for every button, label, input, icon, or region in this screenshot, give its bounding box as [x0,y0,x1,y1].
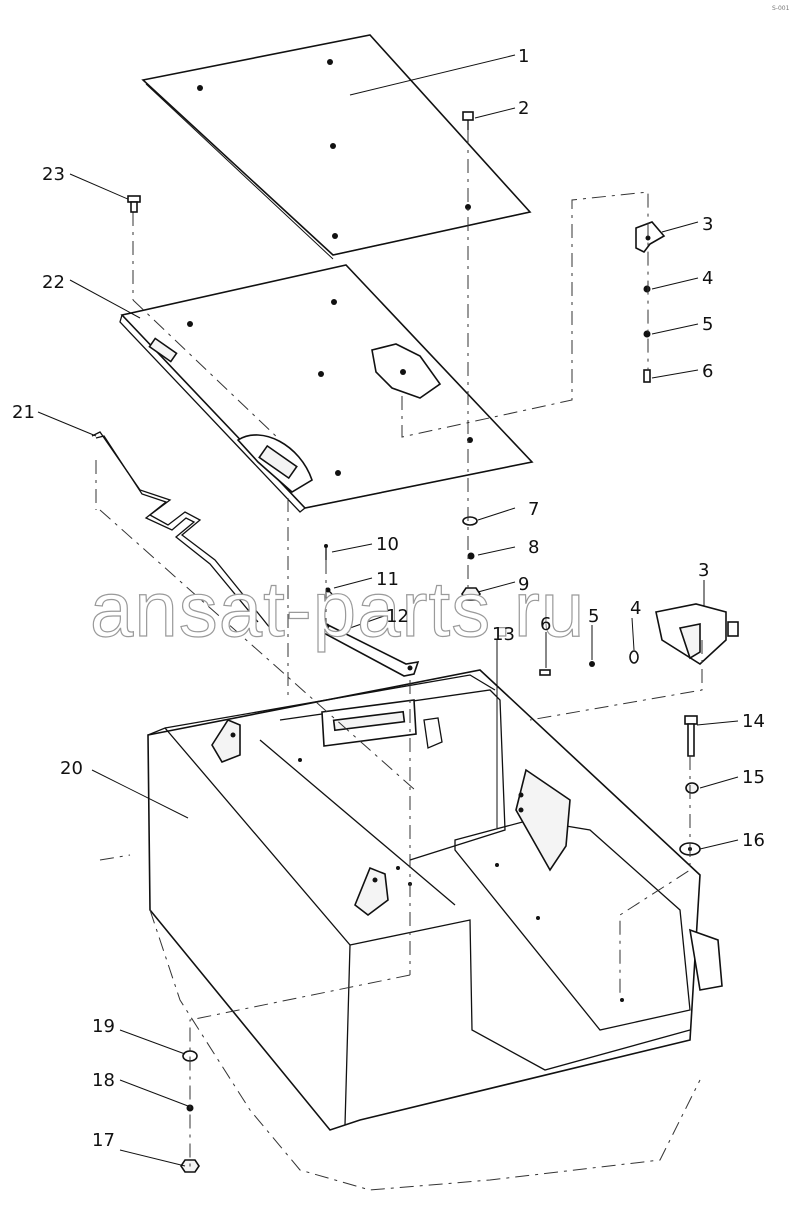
callout-4: 4 [702,268,713,289]
callout-7: 7 [528,499,539,520]
callout-3: 3 [702,214,713,235]
callout-19: 19 [92,1016,115,1037]
part-lid [119,264,534,513]
hardware-upper-right [635,221,666,383]
part-cover-plate [141,34,532,260]
corner-mark: S-001 [772,5,790,12]
part-support-rod [91,431,271,629]
callout-8: 8 [528,537,539,558]
callout-2: 2 [518,98,529,119]
callout-10: 10 [376,534,399,555]
hardware-center-column [461,111,481,601]
callout-15: 15 [742,767,765,788]
callout-labels: 1 2 3 4 5 6 7 8 9 10 11 12 13 3 4 5 6 14… [12,46,765,1151]
callout-14: 14 [742,711,765,732]
callout-20: 20 [60,758,83,779]
callout-23: 23 [42,164,65,185]
bolt-23 [127,195,141,213]
callout-3-latch: 3 [698,560,709,581]
callout-6: 6 [702,361,713,382]
callout-12: 12 [386,606,409,627]
callout-9: 9 [518,574,529,595]
callout-1: 1 [518,46,529,67]
callout-16: 16 [742,830,765,851]
callout-21: 21 [12,402,35,423]
callout-6-latch: 6 [540,614,551,635]
callout-4-latch: 4 [630,598,641,619]
callout-13: 13 [492,624,515,645]
assembly-lines [95,130,703,1170]
callout-17: 17 [92,1130,115,1151]
callout-22: 22 [42,272,65,293]
part-box-body [99,669,723,1191]
latch-assembly [539,603,739,676]
callout-18: 18 [92,1070,115,1091]
hardware-link [321,544,420,677]
callout-11: 11 [376,569,399,590]
callout-5-latch: 5 [588,606,599,627]
leader-lines [37,54,739,1167]
watermark: ansat-parts.ru [90,565,585,653]
callout-5: 5 [702,314,713,335]
